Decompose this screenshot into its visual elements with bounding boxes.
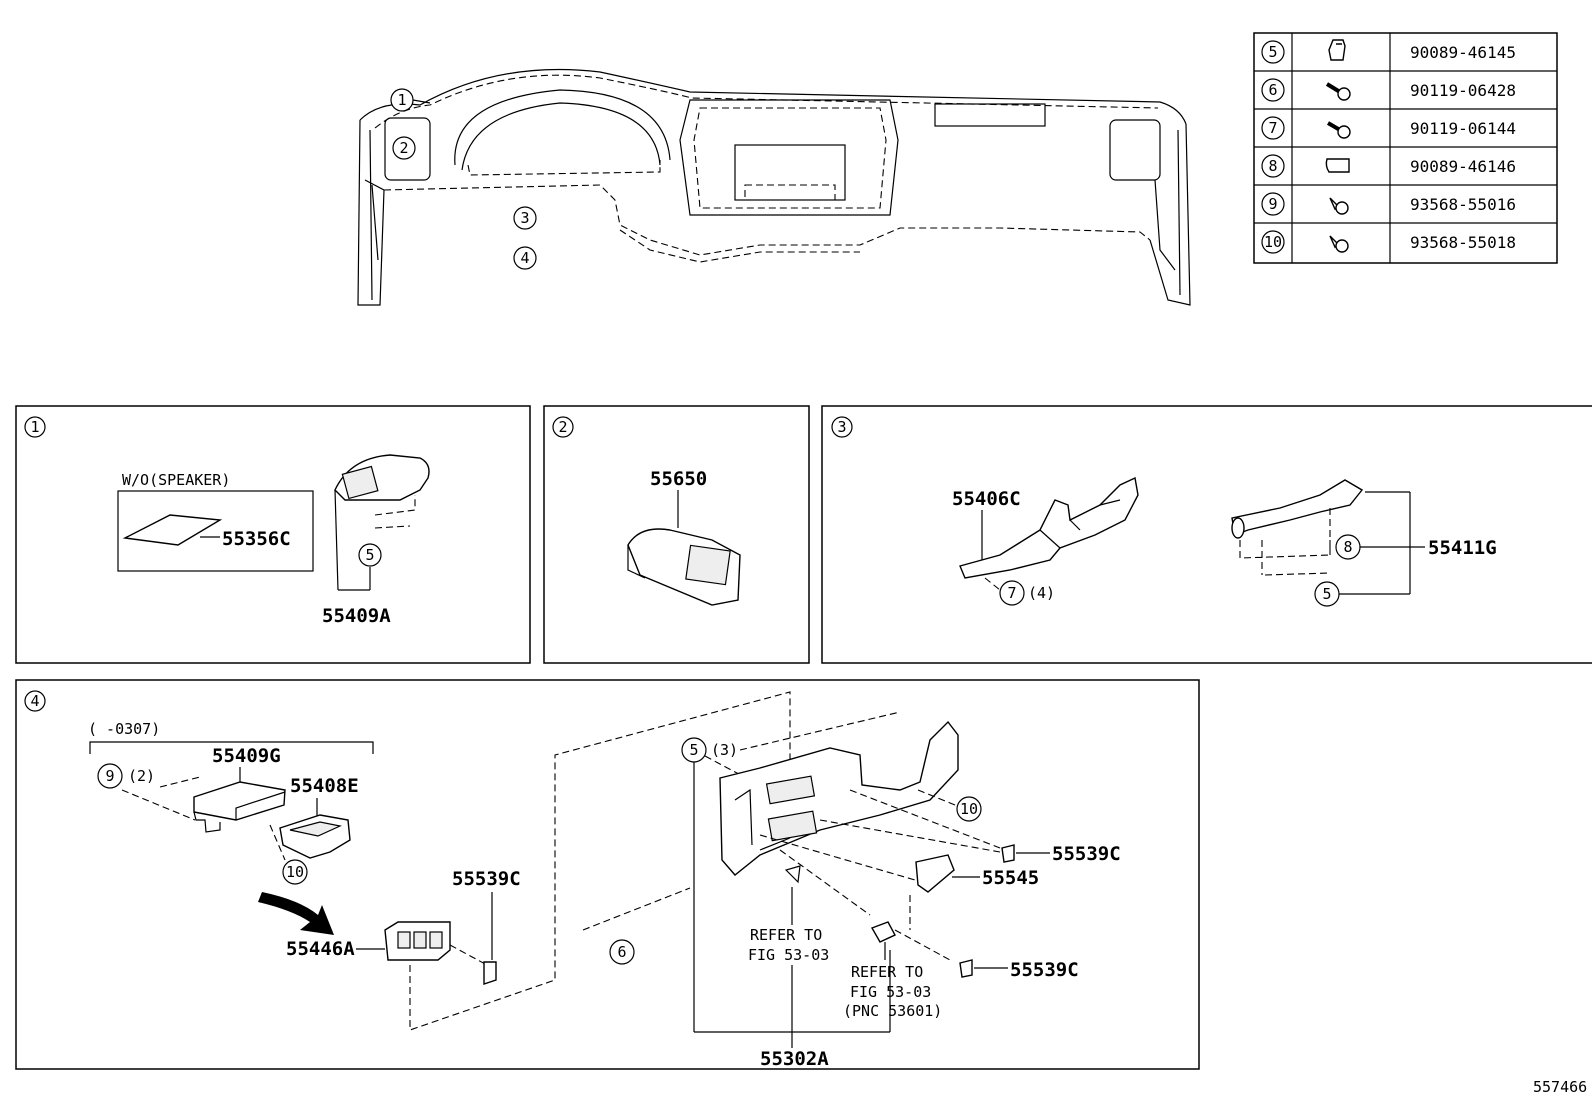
figure-number: 557466 [1533, 1078, 1587, 1096]
table-part-number: 90089-46146 [1410, 157, 1516, 176]
part-55409A: 55409A [322, 605, 391, 627]
svg-text:6: 6 [617, 943, 626, 961]
screw-icon [1329, 197, 1349, 215]
panel-id: 1 [30, 418, 39, 436]
clip-icon [1325, 158, 1350, 173]
speaker-pad-part [122, 514, 223, 546]
svg-text:4: 4 [520, 249, 529, 267]
dashboard-overview: 1 2 3 4 [357, 68, 1191, 306]
part-55411G: 55411G [1428, 537, 1497, 559]
clip-icon [1328, 39, 1346, 61]
svg-text:1: 1 [397, 91, 406, 109]
table-row: 6 90119-06428 [1261, 78, 1516, 102]
svg-text:5: 5 [689, 741, 698, 759]
part-55650: 55650 [650, 468, 707, 490]
table-part-number: 93568-55016 [1410, 195, 1516, 214]
table-part-number: 93568-55018 [1410, 233, 1516, 252]
table-row: 8 90089-46146 [1261, 154, 1516, 178]
svg-text:(2): (2) [128, 767, 155, 785]
part-55545: 55545 [982, 867, 1039, 889]
tray-55409G-part [193, 781, 286, 821]
svg-text:5: 5 [1322, 585, 1331, 603]
date-range-label: ( -0307) [88, 720, 160, 738]
wo-speaker-label: W/O(SPEAKER) [122, 471, 230, 489]
svg-text:9: 9 [105, 767, 114, 785]
clip-55539C-c-part [959, 959, 973, 978]
table-key: 6 [1268, 81, 1277, 99]
clip-refer-part [870, 921, 896, 943]
panel-id: 4 [30, 692, 39, 710]
part-55539C-a: 55539C [452, 868, 521, 890]
table-row: 10 93568-55018 [1261, 230, 1516, 254]
panel-2: 2 55650 [543, 405, 810, 664]
refer-label-2-line-2: FIG 53-03 [850, 983, 931, 1001]
bracket-55411G-part [1231, 479, 1364, 536]
table-key: 9 [1268, 195, 1277, 213]
screw-icon [1329, 235, 1349, 253]
tray-55408E-part [279, 814, 351, 859]
table-row: 5 90089-46145 [1261, 39, 1516, 64]
part-55446A: 55446A [286, 938, 355, 960]
overview-callout-4: 4 [513, 246, 537, 270]
svg-text:10: 10 [286, 863, 304, 881]
overview-callout-3: 3 [513, 206, 537, 230]
overview-callout-2: 2 [392, 136, 416, 160]
table-key: 7 [1268, 119, 1277, 137]
table-key: 8 [1268, 157, 1277, 175]
glovebox-housing-55302A-part [719, 720, 959, 876]
svg-text:3: 3 [520, 209, 529, 227]
part-55539C-b: 55539C [1052, 843, 1121, 865]
table-row: 9 93568-55016 [1261, 192, 1516, 216]
part-55302A: 55302A [760, 1048, 829, 1070]
panel-1: 1 W/O(SPEAKER) 55356C 5 55409A [15, 405, 531, 664]
bolt-icon [1326, 121, 1351, 139]
svg-text:5: 5 [365, 546, 374, 564]
fastener-table: 5 90089-46145 6 90119-06428 7 90119-0614… [1253, 32, 1558, 264]
part-55356C: 55356C [222, 528, 291, 550]
panel-id: 3 [837, 418, 846, 436]
clip-55539C-b-part [1001, 844, 1015, 863]
arrow-icon [258, 892, 334, 935]
svg-text:(4): (4) [1028, 584, 1055, 602]
table-key: 5 [1268, 43, 1277, 61]
table-row: 7 90119-06144 [1261, 116, 1516, 140]
table-part-number: 90119-06428 [1410, 81, 1516, 100]
bolt-icon [1325, 82, 1351, 101]
overview-callout-1: 1 [390, 88, 431, 112]
svg-text:2: 2 [399, 139, 408, 157]
refer-label-2-line-1: REFER TO [851, 963, 923, 981]
part-55539C-c: 55539C [1010, 959, 1079, 981]
refer-label-2-line-3: (PNC 53601) [843, 1002, 942, 1020]
part-55408E: 55408E [290, 775, 359, 797]
part-55409G: 55409G [212, 745, 281, 767]
table-part-number: 90119-06144 [1410, 119, 1516, 138]
panel-4: 4 ( -0307) 55409G 55408E 9 (2) 10 55446A [15, 679, 1200, 1070]
refer-label-1-line-2: FIG 53-03 [748, 946, 829, 964]
table-part-number: 90089-46145 [1410, 43, 1516, 62]
refer-label-1-line-1: REFER TO [750, 926, 822, 944]
panel-id: 2 [558, 418, 567, 436]
part-55406C: 55406C [952, 488, 1021, 510]
table-key: 10 [1264, 233, 1282, 251]
svg-text:(3): (3) [711, 741, 738, 759]
cover-55545-part [915, 854, 955, 893]
svg-text:10: 10 [960, 800, 978, 818]
svg-text:8: 8 [1343, 538, 1352, 556]
panel-3: 3 55406C 7 (4) 8 5 55411G [821, 405, 1592, 664]
bracket-55406C-part [959, 476, 1139, 579]
clip-55539C-a-part [483, 961, 497, 985]
svg-text:7: 7 [1007, 584, 1016, 602]
